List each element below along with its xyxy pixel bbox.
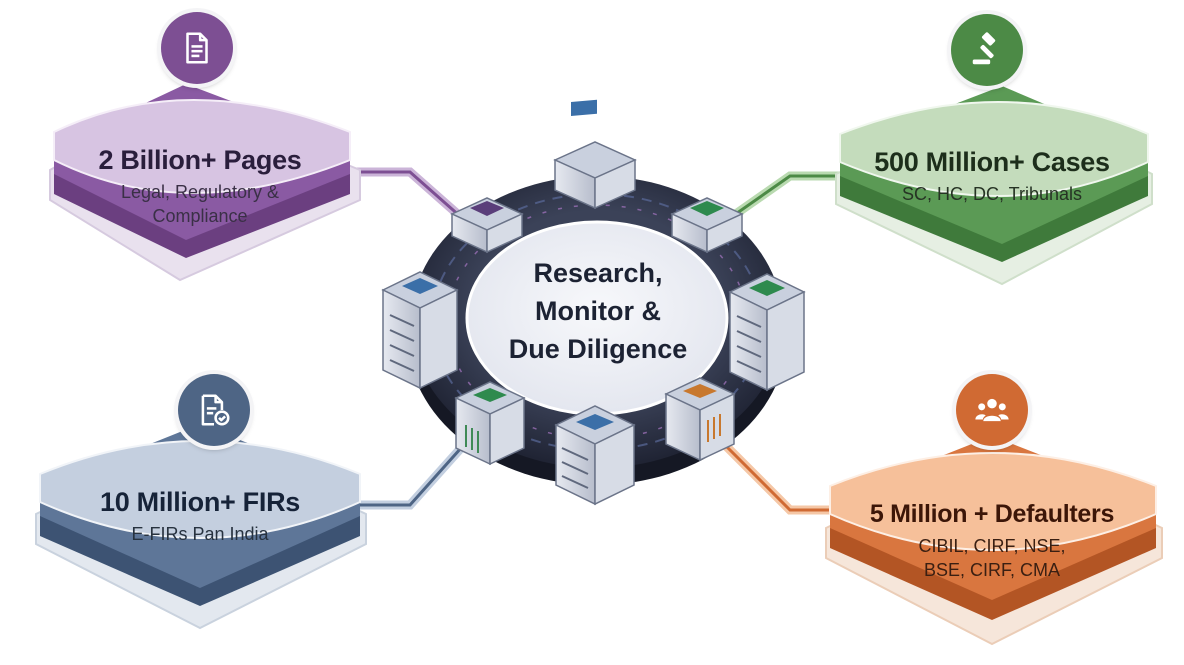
card-pages-title: 2 Billion+ Pages	[98, 145, 302, 175]
card-firs-title: 10 Million+ FIRs	[100, 487, 300, 517]
document-check-icon	[178, 374, 250, 446]
hub-label-line-3: Due Diligence	[508, 334, 688, 364]
card-cases-subtitle: SC, HC, DC, Tribunals	[901, 184, 1083, 204]
card-pages-text: 2 Billion+ Pages Legal, Regulatory & Com…	[30, 90, 370, 290]
document-icon	[161, 12, 233, 84]
card-pages: 2 Billion+ Pages Legal, Regulatory & Com…	[30, 84, 370, 290]
connector-defaulters	[715, 435, 841, 515]
card-firs-subtitle: E-FIRs Pan India	[131, 524, 269, 544]
card-defaulters-text: 5 Million + Defaulters CIBIL, CIRF, NSE,…	[822, 444, 1162, 644]
people-group-icon	[956, 374, 1028, 446]
server-bottom-right	[664, 377, 736, 462]
card-cases-text: 500 Million+ Cases SC, HC, DC, Tribunals	[822, 92, 1162, 292]
server-bottom-left	[454, 381, 526, 466]
card-pages-slab	[49, 84, 361, 282]
card-pages-subtitle: Legal, Regulatory & Compliance	[120, 182, 280, 226]
server-bottom	[554, 405, 636, 506]
server-top-left	[450, 197, 524, 254]
card-defaulters-subtitle: CIBIL, CIRF, NSE, BSE, CIRF, CMA	[918, 536, 1066, 580]
connector-cases	[715, 171, 845, 230]
card-cases-title: 500 Million+ Cases	[874, 147, 1110, 177]
card-firs-text: 10 Million+ FIRs E-FIRs Pan India	[30, 432, 370, 632]
server-top-right	[670, 197, 744, 254]
gavel-icon	[951, 14, 1023, 86]
card-cases: 500 Million+ Cases SC, HC, DC, Tribunals	[822, 86, 1162, 292]
card-firs-slab	[35, 424, 367, 630]
card-defaulters-slab	[825, 436, 1163, 646]
server-top	[553, 99, 637, 210]
card-defaulters: 5 Million + Defaulters CIBIL, CIRF, NSE,…	[822, 436, 1163, 646]
hub-label-line-2: Monitor &	[535, 296, 661, 326]
server-right	[728, 273, 806, 392]
card-cases-slab	[835, 86, 1153, 286]
card-defaulters-title: 5 Million + Defaulters	[869, 500, 1115, 528]
connector-pages	[347, 167, 475, 230]
hub-label: Research, Monitor & Due Diligence	[478, 252, 718, 370]
card-firs: 10 Million+ FIRs E-FIRs Pan India	[30, 424, 370, 632]
server-left	[381, 271, 459, 390]
hub-label-line-1: Research,	[533, 258, 663, 288]
connector-firs	[347, 433, 475, 510]
